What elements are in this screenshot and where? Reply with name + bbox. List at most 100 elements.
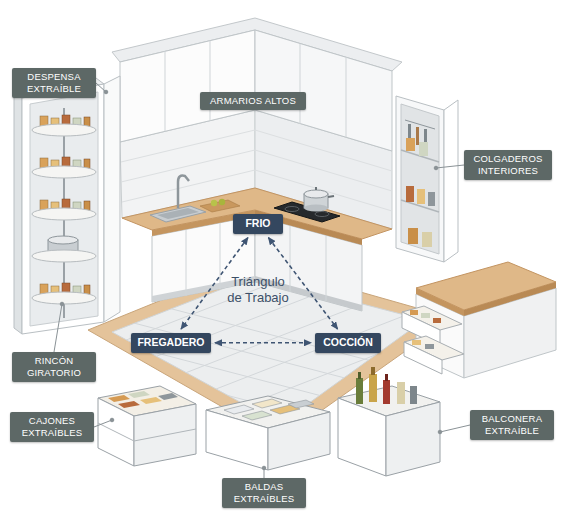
tall-hanging-cabinet-part [444,100,458,262]
leader-lines-part [440,425,470,432]
cooktop-part [315,187,317,190]
base-cabinets-part [290,225,291,292]
base-cabinets-part [220,223,221,289]
callout-box: CAJONES EXTRAÍBLES [10,412,94,442]
work-zone-box: FREGADERO [131,333,211,353]
bottle-box-part [356,378,363,404]
callout-box: BALCONERA EXTRAÍBLE [470,410,554,440]
callout-box: BALDAS EXTRAÍBLES [222,478,306,508]
upper-cabinets-part [300,44,301,124]
pull-out-pantry-part [22,84,104,334]
leader-lines-part [436,165,464,168]
floor [80,210,460,532]
tall-hanging-cabinet-part [422,232,432,247]
tall-hanging-cabinet-part [406,186,414,202]
sink-part [157,208,199,219]
pull-out-pantry-part [32,250,96,262]
bottle-box-part [369,374,377,402]
bottle-box-part [371,367,375,375]
callout-box: COLGADEROS INTERIORES [464,150,552,180]
shelf-box [206,396,330,470]
tall-hanging-cabinet-part [396,96,444,262]
pull-out-pantry-part [32,124,96,136]
node-text: RINCÓN GIRATORIO [17,355,91,379]
node-text: BALCONERA EXTRAÍBLE [475,413,549,437]
drawer-box-part [134,429,196,441]
base-cabinets-part [326,235,327,301]
drawer-box-part [108,395,130,402]
pull-out-pantry-part [104,76,120,322]
leader-lines-part [94,420,112,427]
node-text: BALDAS EXTRAÍBLES [227,481,301,505]
tall-hanging-cabinet-part [416,127,419,145]
work-zone-box: COCCIÓN [315,333,381,353]
shelf-box-part [288,400,314,408]
shelf-box-part [252,399,282,408]
pull-out-pantry-part [32,208,96,220]
bottle-box-part [383,380,390,404]
cooktop [274,187,340,222]
cutting-board-part [219,199,225,205]
cooktop-part [315,212,329,217]
tall-hanging-cabinet-part [428,192,435,206]
floor-part [80,350,460,498]
peninsula-part [425,344,434,349]
upper-cabinets [112,18,402,151]
peninsula-part [404,342,442,374]
upper-cabinets-part [346,57,347,137]
drawer-box-part [98,398,134,466]
peninsula-part [410,310,418,315]
cooktop-part [328,196,334,197]
countertop-part [122,188,392,239]
backsplash-part [255,150,392,191]
backsplash-part [121,150,255,182]
leader-lines-part [60,302,64,306]
tall-hanging-cabinet-part [417,189,425,204]
tall-hanging-cabinet-part [401,104,439,254]
shelf-box-part [224,405,254,414]
drawer-box-part [140,397,162,404]
countertop [122,188,392,245]
sink-part [178,176,189,208]
peninsula-part [464,282,556,316]
sink-part [150,206,206,222]
leader-lines-part [110,418,114,422]
tall-hanging-cabinet-part [406,138,415,151]
cooktop-part [304,205,328,212]
leader-lines-part [434,166,438,170]
callout-box: DESPENSA EXTRAÍBLE [12,68,96,98]
pull-out-pantry-part [48,236,78,244]
drawer-box-part [98,423,134,441]
bottle-box-part [386,402,440,476]
bottle-box [338,367,440,476]
peninsula [402,262,556,378]
bottle-box-part [410,386,417,404]
peninsula-part [421,313,430,318]
shelf-box-part [242,411,272,420]
callout-box: RINCÓN GIRATORIO [12,352,96,382]
upper-cabinets-part [165,41,346,137]
pull-out-pantry-part [32,166,96,178]
floor-part [80,309,460,408]
bottle-box-part [358,372,361,379]
leader-lines-part [438,430,442,434]
node-text: CAJONES EXTRAÍBLES [15,415,89,439]
node-text: COLGADEROS INTERIORES [469,153,547,177]
node-text: ARMARIOS ALTOS [205,95,301,107]
shelf-box-part [206,410,268,470]
pull-out-pantry-part [14,92,22,334]
peninsula-part [433,318,441,323]
tall-hanging-cabinet-part [408,228,418,244]
shelf-box-part [268,412,330,470]
cooktop-part [304,190,328,198]
node-text: FRIO [239,217,277,231]
pull-out-pantry [14,76,120,334]
work-zone-box: FRIO [233,214,283,234]
cutting-board-part [211,200,217,206]
node-text: FREGADERO [137,336,205,350]
upper-cabinets-part [165,51,166,131]
drawer-box [98,386,196,466]
tall-hanging-cabinet-part [424,129,427,143]
